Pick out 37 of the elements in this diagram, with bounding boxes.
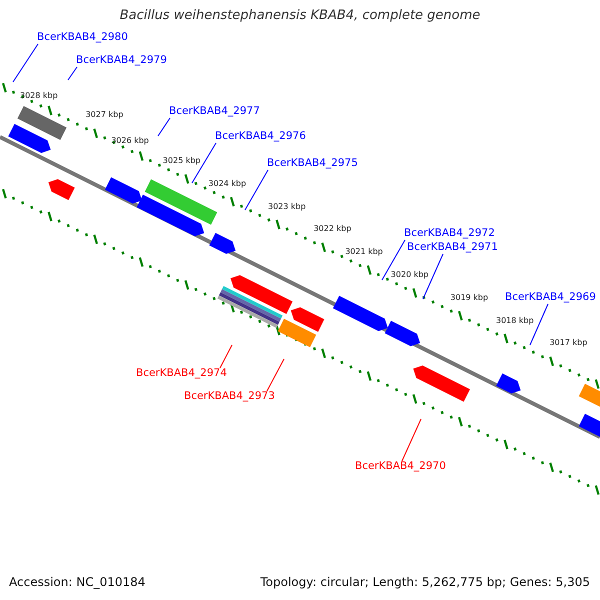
- leader-line: [244, 170, 268, 210]
- gene-label: BcerKBAB4_2970: [355, 460, 446, 473]
- leader-line: [158, 118, 170, 136]
- leader-line: [266, 358, 284, 392]
- gene-label: BcerKBAB4_2976: [215, 130, 306, 143]
- gene-label: BcerKBAB4_2977: [169, 105, 260, 118]
- leader-line: [192, 142, 216, 184]
- leader-line: [530, 304, 548, 346]
- gene-label: BcerKBAB4_2979: [76, 54, 167, 67]
- accession-text: Accession: NC_010184: [9, 576, 146, 588]
- leader-line: [68, 66, 78, 80]
- scale-label: 3020 kbp: [390, 270, 428, 279]
- genome-info-text: Topology: circular; Length: 5,262,775 bp; Genes: 5,305: [260, 576, 590, 588]
- diagram-title: Bacillus weihenstephanensis KBAB4, complete genome: [118, 9, 482, 22]
- leader-line: [382, 240, 406, 280]
- scale-label: 3026 kbp: [111, 137, 149, 146]
- scale-label: 3018 kbp: [496, 316, 534, 324]
- leader-line: [12, 44, 38, 82]
- scale-label: 3023 kbp: [268, 202, 306, 210]
- gene-label: BcerKBAB4_2972: [404, 227, 495, 240]
- scale-label: 3027 kbp: [86, 111, 124, 120]
- scale-label: 3022 kbp: [314, 225, 352, 234]
- gene-label: BcerKBAB4_2971: [407, 241, 498, 254]
- gene-label: BcerKBAB4_2975: [267, 157, 358, 170]
- scale-label: 3024 kbp: [208, 180, 246, 188]
- gene-label: BcerKBAB4_2973: [184, 390, 275, 403]
- leader-line: [220, 344, 232, 368]
- leader-line: [422, 254, 444, 300]
- gene-label: BcerKBAB4_2980: [37, 31, 128, 44]
- scale-label: 3017 kbp: [550, 339, 588, 348]
- scale-label: 3019 kbp: [450, 294, 488, 302]
- scale-label: 3025 kbp: [162, 156, 200, 165]
- leader-line: [402, 418, 422, 462]
- gene-label: BcerKBAB4_2969: [505, 291, 596, 304]
- scale-label: 3021 kbp: [345, 248, 383, 256]
- gene-label: BcerKBAB4_2974: [136, 367, 227, 380]
- scale-label: 3028 kbp: [20, 92, 58, 100]
